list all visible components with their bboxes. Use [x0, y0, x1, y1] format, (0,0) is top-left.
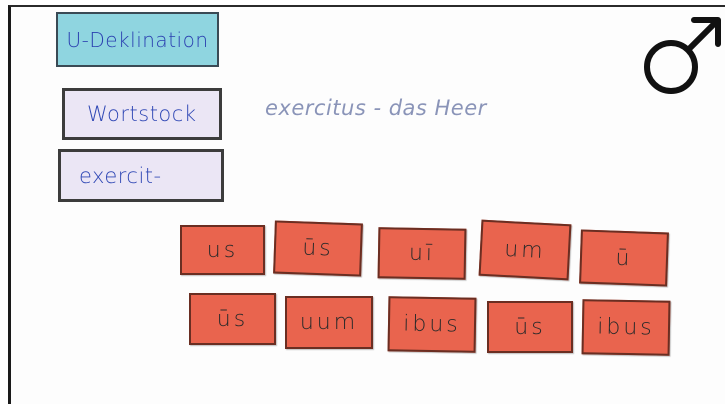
example-note: exercitus - das Heer	[265, 96, 487, 120]
ending-card: ibus	[387, 296, 477, 353]
stem-label-card: Wortstock	[62, 88, 222, 140]
ending-card: ūs	[487, 301, 573, 353]
ending-card: ūs	[273, 220, 363, 277]
ending-card: um	[478, 219, 572, 281]
ending-card: uī	[377, 227, 467, 280]
ending-card: ūs	[189, 293, 276, 345]
ending-card: ū	[579, 229, 669, 287]
ending-card: uum	[285, 296, 373, 349]
stem-value-card: exercit-	[58, 149, 224, 202]
male-symbol-icon	[644, 17, 721, 94]
ending-card: us	[180, 225, 265, 275]
ending-card: ibus	[581, 299, 671, 356]
bottom-strip	[0, 404, 725, 410]
title-card: U-Deklination	[56, 12, 219, 67]
